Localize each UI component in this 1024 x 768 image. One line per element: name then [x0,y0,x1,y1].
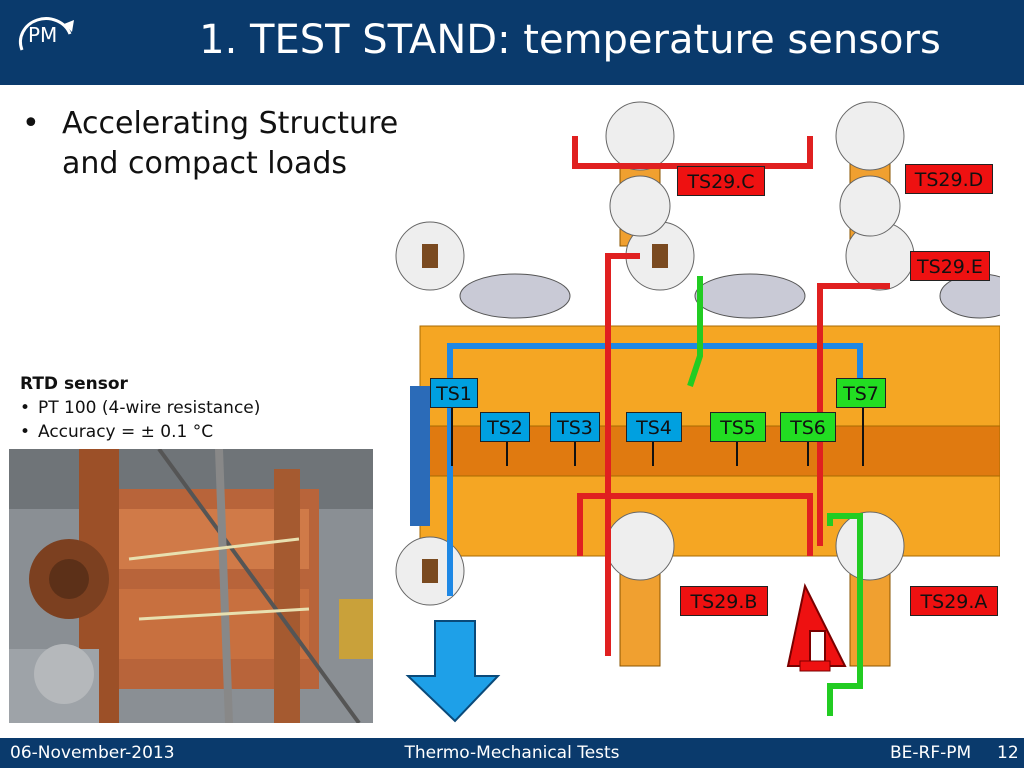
sensor-label-ts4: TS4 [626,412,682,442]
sensor-label-ts29b: TS29.B [680,586,768,616]
header-bar: PM 1. TEST STAND: temperature sensors [0,0,1024,85]
pm-logo-icon: PM [18,17,74,51]
rtd-heading: RTD sensor [20,374,128,394]
sensor-label-ts7: TS7 [836,378,886,408]
rtd-sensor-info: RTD sensor PT 100 (4-wire resistance) Ac… [20,372,320,444]
logo-text: PM [28,23,57,47]
page-number: 12 [997,743,1019,763]
rtd-item: Accuracy = ± 0.1 °C [20,420,320,444]
outflow-arrow-icon [405,620,501,723]
bullet-text: Accelerating Structure and compact loads [62,106,399,181]
sensor-label-ts3: TS3 [550,412,600,442]
footer-bar: 06-November-2013 Thermo-Mechanical Tests… [0,738,1024,768]
sensor-label-ts29d: TS29.D [905,164,993,194]
sensor-label-ts1: TS1 [430,378,478,408]
sensor-label-ts29a: TS29.A [910,586,998,616]
sensor-label-ts5: TS5 [710,412,766,442]
footer-department: BE-RF-PM [890,743,972,763]
structure-photo [9,449,373,723]
sensor-label-ts29c: TS29.C [677,166,765,196]
footer-center-title: Thermo-Mechanical Tests [404,743,620,763]
sensor-label-ts2: TS2 [480,412,530,442]
sensor-label-ts29e: TS29.E [910,251,990,281]
footer-date: 06-November-2013 [10,743,175,763]
test-stand-diagram: TS1 TS2 TS3 TS4 TS5 TS6 TS7 TS29.A TS29.… [390,96,1000,728]
diagram-drawing [395,101,1000,723]
rtd-item: PT 100 (4-wire resistance) [20,396,320,420]
inflow-arrow-icon [786,582,847,667]
page-title: 1. TEST STAND: temperature sensors [199,17,941,63]
sensor-label-ts6: TS6 [780,412,836,442]
bullet-dot: • [22,106,40,141]
